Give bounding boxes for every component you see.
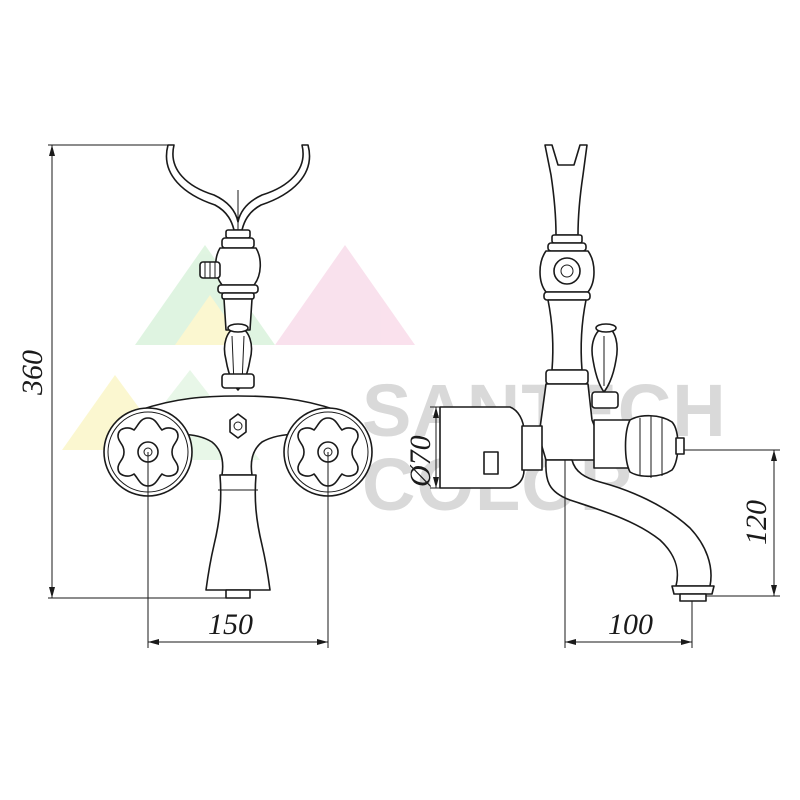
side-lever-base bbox=[591, 391, 619, 409]
dim-width-arrow-left bbox=[148, 639, 159, 645]
side-cradle bbox=[544, 144, 588, 236]
side-ball-ring bbox=[553, 257, 581, 285]
dim-width-arrow-right bbox=[317, 639, 328, 645]
side-ball-hole bbox=[560, 264, 574, 278]
dim-spout-arrow-top bbox=[771, 450, 777, 461]
ring-2 bbox=[221, 292, 255, 300]
ball-joint bbox=[214, 247, 262, 286]
side-spout-aerator bbox=[679, 593, 707, 602]
dim-height-arrow-bottom bbox=[49, 587, 55, 598]
dim-dia-arrow-bottom bbox=[433, 477, 439, 488]
dim-diameter-label: Ø70 bbox=[404, 435, 437, 488]
upper-column bbox=[223, 298, 253, 331]
dim-height-label: 360 bbox=[16, 350, 49, 396]
side-faceted-knob bbox=[624, 414, 679, 478]
dim-width-label: 150 bbox=[208, 608, 253, 641]
side-view: Ø70 120 100 bbox=[404, 144, 780, 648]
watermark-triangle-pink bbox=[275, 245, 415, 345]
flange-pipe bbox=[483, 451, 499, 475]
side-lever-cap bbox=[595, 323, 617, 333]
dim-spout-arrow-bottom bbox=[771, 585, 777, 596]
dim-reach-label: 100 bbox=[608, 608, 653, 641]
watermark-triangle-yellow-2 bbox=[175, 295, 245, 345]
side-arm bbox=[593, 419, 631, 469]
knob-end-cap bbox=[675, 437, 685, 455]
neck-collar-2 bbox=[221, 237, 255, 249]
shower-cradle bbox=[165, 144, 311, 231]
spout-body bbox=[205, 474, 271, 591]
ring-1 bbox=[217, 284, 259, 294]
side-body bbox=[539, 383, 597, 461]
spout-aerator bbox=[225, 589, 251, 599]
side-ring bbox=[543, 291, 591, 301]
flange-nut bbox=[521, 425, 543, 471]
side-spout-tip bbox=[671, 585, 715, 595]
front-view: 360 150 bbox=[16, 144, 373, 648]
hex-nut-hole bbox=[233, 421, 243, 431]
neck-collar-1 bbox=[225, 229, 251, 239]
side-collar-2 bbox=[547, 242, 587, 252]
hex-nut bbox=[229, 413, 247, 439]
dim-spout-height-label: 120 bbox=[740, 500, 773, 545]
side-column bbox=[547, 299, 587, 371]
side-column-collar bbox=[545, 369, 589, 385]
dim-dia-arrow-top bbox=[433, 407, 439, 418]
dim-height-arrow-top bbox=[49, 145, 55, 156]
wall-flange bbox=[439, 406, 525, 489]
lever-cap bbox=[227, 323, 249, 333]
dim-reach-arrow-left bbox=[565, 639, 576, 645]
lever-base bbox=[221, 373, 255, 389]
dim-reach-arrow-right bbox=[681, 639, 692, 645]
side-collar-1 bbox=[551, 234, 583, 244]
